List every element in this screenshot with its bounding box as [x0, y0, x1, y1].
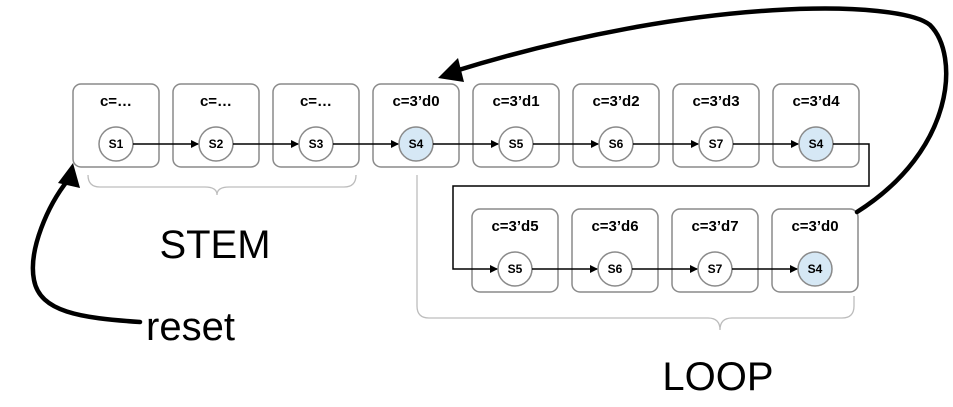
state-box [72, 83, 160, 168]
state-name: S3 [309, 137, 324, 151]
counter-label: c=… [200, 93, 232, 110]
counter-label: c=… [300, 93, 332, 110]
counter-label: c=3’d2 [592, 93, 639, 110]
state-circle [797, 251, 833, 287]
counter-label: c=3’d4 [792, 93, 840, 110]
state-name: S4 [809, 137, 824, 151]
loop-brace [416, 175, 855, 331]
counter-label: c=3’d3 [692, 93, 739, 110]
stem-label: STEM [159, 223, 270, 267]
counter-label: c=… [100, 93, 132, 110]
wrap-transition-arrow [452, 143, 870, 273]
state-name: S6 [608, 262, 623, 276]
state-name: S2 [209, 137, 224, 151]
state-name: S6 [609, 137, 624, 151]
state-name: S4 [409, 137, 424, 151]
reset-arrow [30, 177, 143, 325]
loop-back-arrowhead [438, 58, 464, 82]
state-name: S7 [708, 262, 723, 276]
state-transitions [133, 140, 870, 273]
reset-label: reset [146, 305, 235, 349]
state-name: S4 [808, 262, 823, 276]
state-name: S1 [109, 137, 124, 151]
state-name: S7 [709, 137, 724, 151]
state-name: S5 [508, 262, 523, 276]
counter-label: c=3’d5 [491, 218, 538, 235]
counter-label: c=3’d0 [791, 218, 838, 235]
loop-back-arrow [449, 6, 949, 215]
counter-label: c=3’d0 [392, 93, 439, 110]
counter-label: c=3’d7 [691, 218, 738, 235]
stem-brace [87, 174, 357, 196]
counter-label: c=3’d1 [492, 93, 539, 110]
state-name: S5 [509, 137, 524, 151]
counter-label: c=3’d6 [591, 218, 638, 235]
reset-arrowhead [58, 163, 80, 188]
loop-label: LOOP [662, 355, 773, 399]
